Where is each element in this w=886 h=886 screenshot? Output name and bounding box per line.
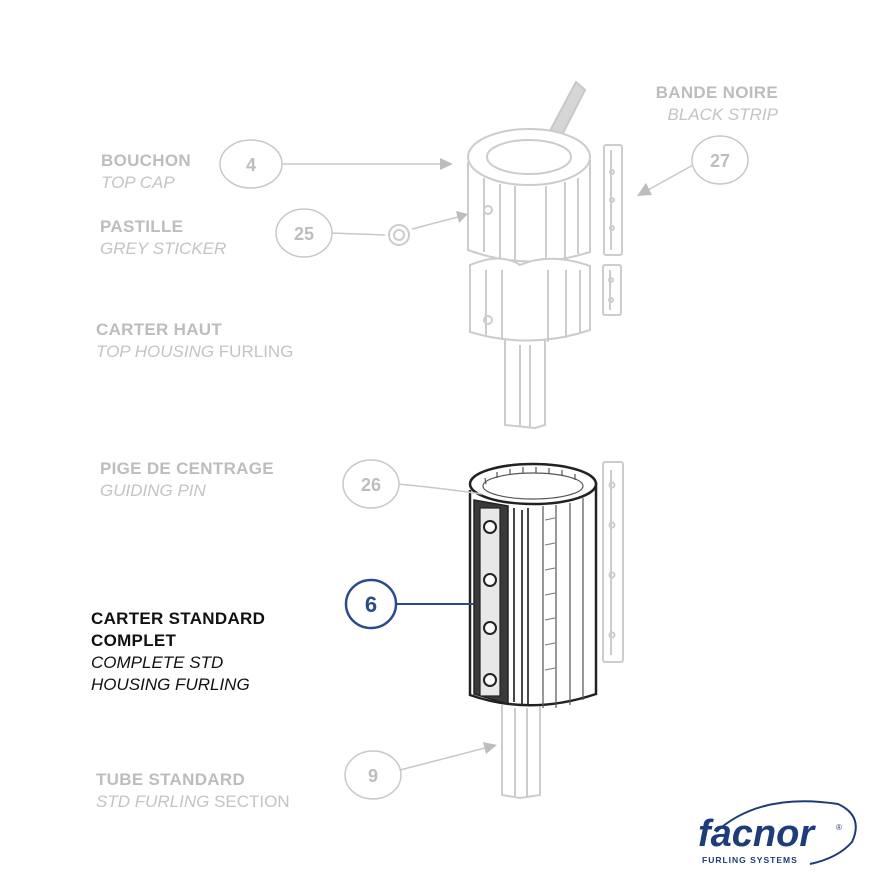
- furling-section-faded: [501, 705, 541, 800]
- label-top-cap: BOUCHON TOP CAP: [101, 150, 191, 194]
- label-en: TOP CAP: [101, 173, 175, 192]
- callout-number: 6: [365, 592, 377, 617]
- label-fr-line2: COMPLET: [91, 631, 177, 650]
- upper-assembly-faded: [388, 80, 623, 430]
- callout-grey-sticker: 25: [275, 208, 333, 258]
- label-en: GUIDING PIN: [100, 481, 206, 500]
- label-fr: BANDE NOIRE: [655, 83, 778, 102]
- callout-black-strip: 27: [691, 135, 749, 185]
- label-en-line1: COMPLETE STD: [91, 653, 224, 672]
- lower-strip-faded: [602, 461, 624, 663]
- label-en-italic: STD FURLING: [96, 792, 210, 811]
- callout-number: 26: [361, 475, 381, 495]
- label-guiding-pin: PIGE DE CENTRAGE GUIDING PIN: [100, 458, 274, 502]
- label-fr: CARTER HAUT: [96, 320, 223, 339]
- callout-number: 25: [294, 224, 314, 244]
- callout-top-cap: 4: [219, 139, 283, 189]
- callout-number: 27: [710, 151, 730, 171]
- label-en-italic: TOP HOUSING: [96, 342, 215, 361]
- label-en: TOP HOUSING FURLING: [96, 341, 293, 363]
- label-fr: TUBE STANDARD: [96, 770, 246, 789]
- callout-complete-housing: 6: [344, 578, 398, 630]
- label-complete-housing: CARTER STANDARD COMPLET COMPLETE STD HOU…: [91, 608, 265, 696]
- brand-name: facnor: [698, 813, 816, 855]
- label-fr: PIGE DE CENTRAGE: [100, 459, 274, 478]
- label-en: GREY STICKER: [100, 239, 227, 258]
- label-en-plain: SECTION: [209, 792, 290, 811]
- label-fr-line1: CARTER STANDARD: [91, 609, 266, 628]
- leader-lines: [282, 158, 694, 771]
- label-en-plain: FURLING: [214, 342, 294, 361]
- callout-number: 4: [246, 155, 256, 175]
- label-furling-section: TUBE STANDARD STD FURLING SECTION: [96, 769, 290, 813]
- label-en-line2: HOUSING FURLING: [91, 675, 250, 694]
- callout-furling-section: 9: [344, 750, 402, 800]
- label-en: BLACK STRIP: [667, 105, 778, 124]
- label-black-strip: BANDE NOIRE BLACK STRIP: [656, 82, 778, 126]
- label-fr: BOUCHON: [101, 151, 191, 170]
- label-top-housing: CARTER HAUT TOP HOUSING FURLING: [96, 319, 293, 363]
- label-en: STD FURLING SECTION: [96, 791, 290, 813]
- label-grey-sticker: PASTILLE GREY STICKER: [100, 216, 226, 260]
- callout-number: 9: [368, 766, 378, 786]
- registered-mark: ®: [836, 823, 842, 832]
- facnor-logo: facnor ® FURLING SYSTEMS: [698, 800, 857, 865]
- callout-guiding-pin: 26: [342, 459, 400, 509]
- label-fr: PASTILLE: [100, 217, 184, 236]
- complete-standard-housing: [468, 462, 598, 708]
- brand-tagline: FURLING SYSTEMS: [702, 855, 798, 865]
